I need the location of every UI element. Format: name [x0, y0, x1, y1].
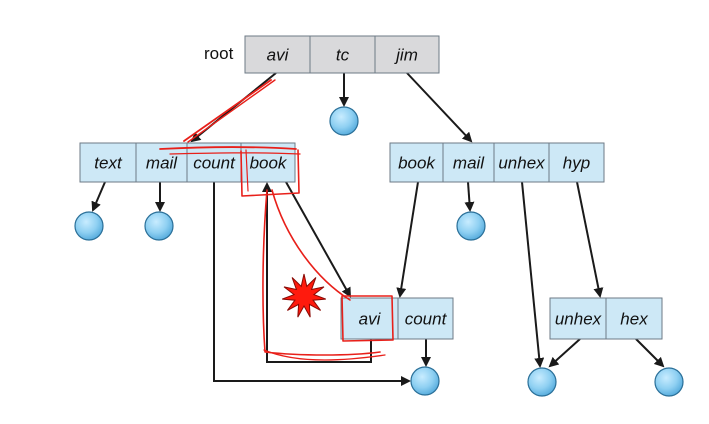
- dir-entry-hyp-unhex: [549, 297, 607, 340]
- file-node-jim-mail: [456, 211, 486, 241]
- dir-entry-label: hyp: [563, 154, 590, 173]
- red-loop-path-2: [271, 189, 351, 301]
- dir-entry-avi-count: [186, 142, 242, 183]
- dir-entry-label: book: [398, 154, 436, 173]
- dir-entry-label: unhex: [498, 154, 545, 173]
- red-box-avi-cell: [341, 295, 394, 342]
- red-stroke-root-avi: [183, 79, 272, 142]
- red-loop-path: [262, 189, 381, 356]
- red-loop-path-3: [263, 349, 386, 361]
- dir-entry-hyp-hex: [605, 297, 663, 340]
- dir-entry-avi-book: [240, 142, 296, 183]
- file-node-count: [410, 366, 440, 396]
- directory-root: avi tc jim: [244, 35, 440, 74]
- dir-entry-label: text: [94, 154, 123, 173]
- directory-avi: text mail count book: [79, 142, 296, 183]
- file-node-tc: [329, 106, 359, 136]
- dir-entry-jim-unhex: [493, 142, 550, 183]
- edge-avi-count: [213, 182, 411, 386]
- dir-entry-jim-mail: [442, 142, 495, 183]
- edge-book-avi-back: [262, 182, 372, 363]
- file-node-unhex: [527, 367, 557, 397]
- dir-entry-book-avi: [340, 297, 399, 340]
- edge-avi-text: [91, 181, 106, 212]
- dir-entry-label: book: [250, 154, 288, 173]
- red-stroke-root-avi-2: [187, 79, 276, 143]
- red-box-book-cell: [240, 149, 300, 197]
- edge-root-jim: [406, 72, 473, 143]
- edge-avi-book: [285, 181, 351, 298]
- edge-jim-unhex: [521, 181, 545, 368]
- dir-entry-label: avi: [267, 46, 290, 65]
- dir-entry-label: count: [193, 154, 236, 173]
- edge-hyp-hex: [635, 338, 665, 368]
- dir-entry-jim-hyp: [548, 142, 605, 183]
- edge-jim-book: [396, 181, 419, 298]
- edge-jim-mail: [464, 181, 475, 212]
- dir-entry-label: mail: [453, 154, 485, 173]
- red-box-book-inner: [245, 149, 249, 192]
- root-label: root: [204, 44, 234, 63]
- red-annotations: [159, 79, 394, 361]
- dir-entry-label: avi: [359, 310, 382, 329]
- edge-hyp-unhex: [548, 338, 581, 368]
- dir-entry-label: hex: [620, 310, 648, 329]
- directory-hyp: unhex hex: [549, 297, 663, 340]
- dir-entry-book-count: [397, 297, 454, 340]
- red-strike-avi-entries: [159, 146, 297, 150]
- directory-book: avi count: [340, 297, 454, 340]
- dir-entry-avi-text: [79, 142, 137, 183]
- file-node-mail: [144, 211, 174, 241]
- files: [74, 106, 684, 397]
- dir-entry-label: unhex: [555, 310, 602, 329]
- dir-entry-label: mail: [146, 154, 178, 173]
- file-node-text: [74, 211, 104, 241]
- dir-entry-label: count: [405, 310, 448, 329]
- file-node-hex: [654, 367, 684, 397]
- dir-entry-label: tc: [336, 46, 350, 65]
- edge-jim-hyp: [576, 181, 604, 298]
- directory-jim: book mail unhex hyp: [389, 142, 605, 183]
- red-burst-icon: [282, 273, 326, 318]
- dir-entry-root-jim: [374, 35, 440, 74]
- dir-entry-label: jim: [394, 46, 418, 65]
- red-strike-avi-entries-2: [169, 152, 301, 155]
